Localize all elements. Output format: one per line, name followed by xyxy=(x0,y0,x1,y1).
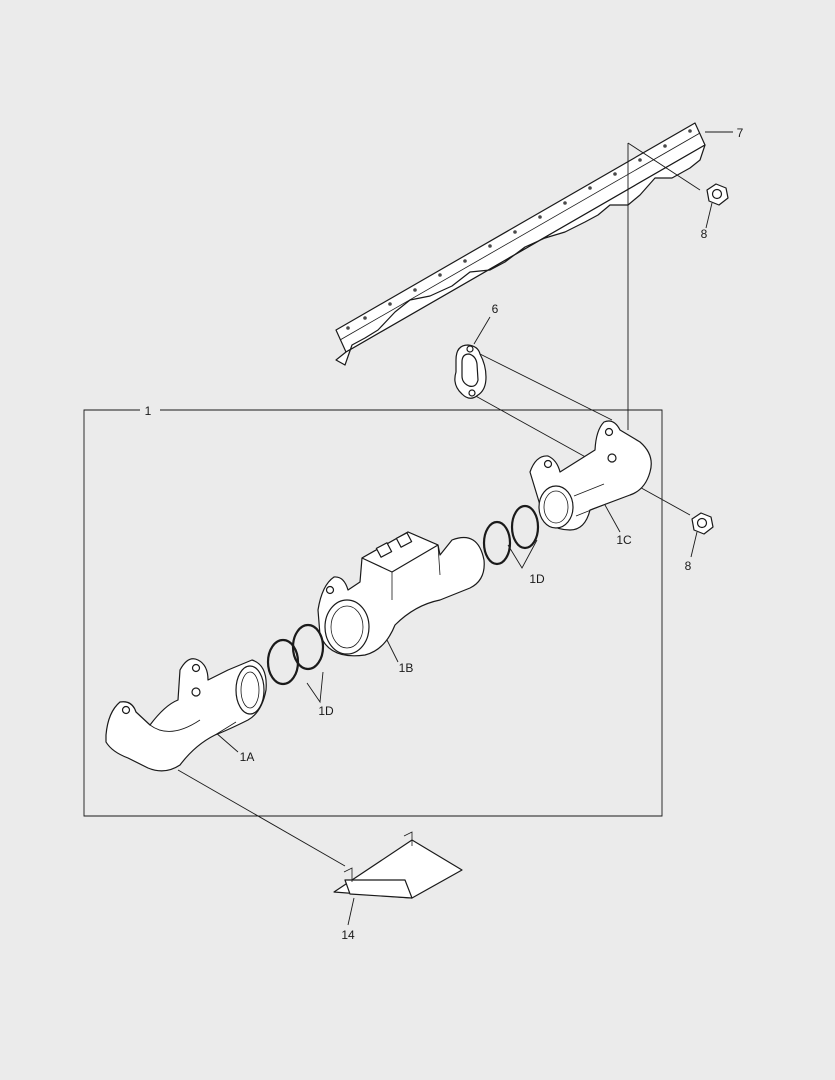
callout-8-top: 8 xyxy=(701,227,708,241)
assembly-box xyxy=(83,409,663,817)
callout-1b: 1B xyxy=(399,661,414,675)
callout-7: 7 xyxy=(737,126,744,140)
heat-shield-rail xyxy=(335,122,706,366)
callout-labels: 1 1A 1B 1C 1D 1D 6 7 8 8 14 xyxy=(145,126,744,942)
callout-1d-left: 1D xyxy=(318,704,334,718)
seal-rings-right xyxy=(482,504,540,566)
callout-8-bottom: 8 xyxy=(685,559,692,573)
gasket xyxy=(454,344,487,399)
seal-rings-left xyxy=(266,623,325,686)
leader-lines xyxy=(177,131,733,926)
manifold-section-1b xyxy=(317,531,485,657)
callout-1a: 1A xyxy=(240,750,255,764)
callout-14: 14 xyxy=(341,928,355,942)
flange-nut-top xyxy=(706,183,729,206)
callout-6: 6 xyxy=(492,302,499,316)
callout-1c: 1C xyxy=(616,533,632,547)
manifold-section-1a xyxy=(105,658,267,772)
flange-nut-bottom xyxy=(691,512,714,535)
callout-1: 1 xyxy=(145,404,152,418)
manifold-section-1c xyxy=(529,420,652,531)
callout-1d-right: 1D xyxy=(529,572,545,586)
heat-shield-plate xyxy=(333,831,463,899)
